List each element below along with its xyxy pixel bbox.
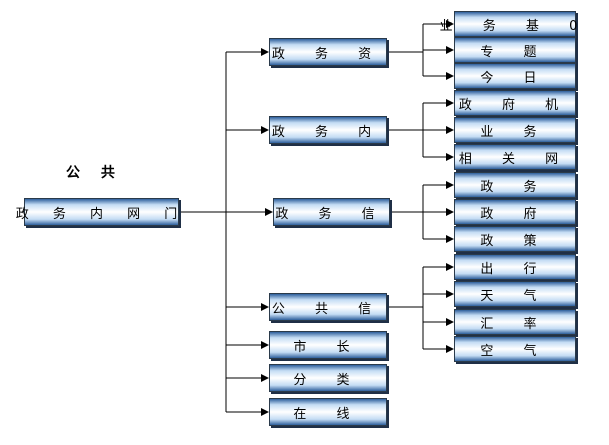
node-l2-g1-1: 业 务 基 0 xyxy=(440,11,577,37)
node-l1-6: 分 类 xyxy=(269,364,387,392)
node-l1-5: 市 长 xyxy=(269,331,387,359)
node-l1-3: 政 务 信 xyxy=(273,198,390,226)
node-l2-g3-2: 政 府 xyxy=(454,199,576,225)
node-l1-2: 政 务 内 xyxy=(269,116,387,144)
node-l1-4: 公 共 信 xyxy=(269,293,387,321)
node-l2-g4-3: 汇 率 xyxy=(454,309,576,335)
node-l1-1: 政 务 资 xyxy=(269,38,387,66)
node-l2-g3-1: 政 务 xyxy=(454,172,576,198)
node-l2-g4-4: 空 气 xyxy=(454,336,576,362)
node-l2-g1-3: 今 日 xyxy=(454,63,576,89)
node-l2-g2-1: 政 府 机 xyxy=(454,90,576,116)
node-l2-g1-2: 专 题 xyxy=(454,37,576,63)
node-l2-g3-3: 政 策 xyxy=(454,226,576,252)
node-l2-g2-2: 业 务 xyxy=(454,117,576,143)
caption-label: 公 共 xyxy=(66,165,123,181)
root-node: 政 务 内 网 门 xyxy=(16,198,179,226)
node-l2-g4-1: 出 行 xyxy=(454,254,576,280)
node-l1-7: 在 线 xyxy=(269,398,387,426)
node-l2-g2-3: 相 关 网 xyxy=(454,144,576,170)
node-l2-g4-2: 天 气 xyxy=(454,281,576,307)
